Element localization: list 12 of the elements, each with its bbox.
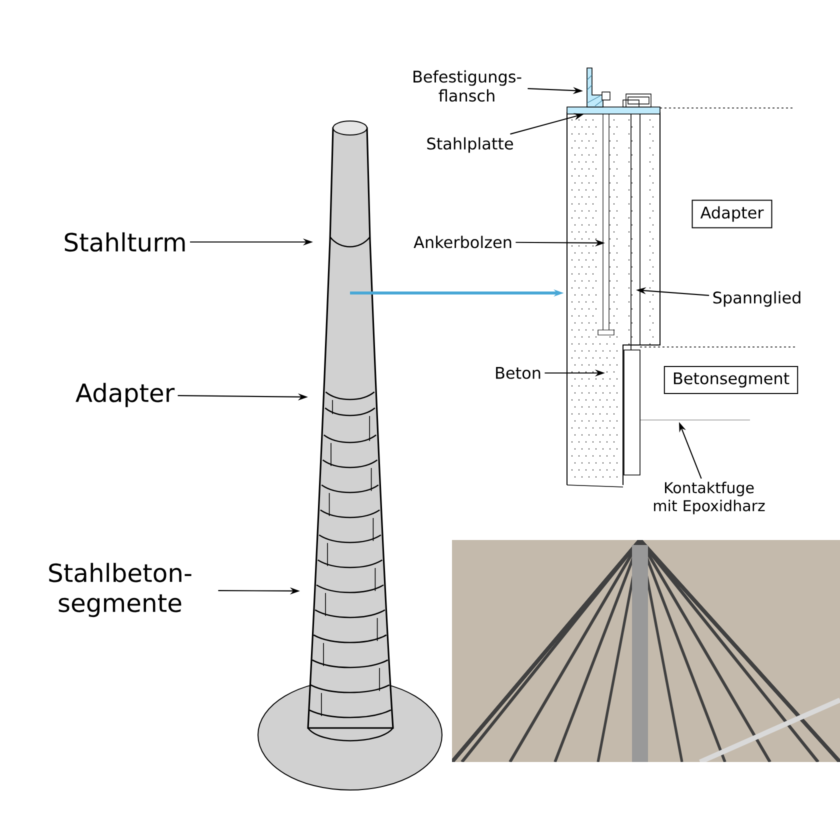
part-label: Stahlbeton- segmente [49,562,192,618]
label-box: Adapter [692,200,772,228]
part-label: Spannglied [713,291,800,307]
detail-drawing [566,68,660,488]
part-label: Beton [496,367,540,379]
part-label: Stahlplatte [427,137,513,153]
part-label: Adapter [76,382,175,408]
part-label: Kontaktfuge mit Epoxidharz [654,482,765,514]
part-label: Stahlturm [64,232,185,252]
part-label: Ankerbolzen [414,236,512,248]
label-box: Betonsegment [664,366,798,394]
part-label: Befestigungs- flansch [414,70,522,102]
